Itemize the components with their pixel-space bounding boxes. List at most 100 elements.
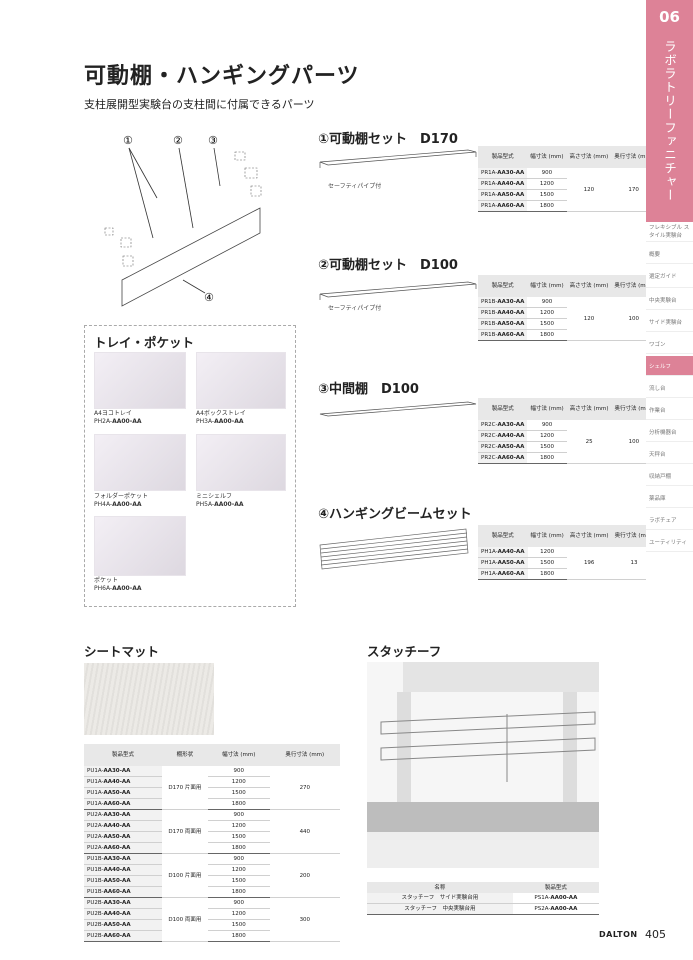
model-prefix: PU1B- xyxy=(87,878,104,884)
model-suffix: AA40-AA xyxy=(497,310,525,316)
header-width: 幅寸法 (mm) xyxy=(527,398,567,420)
model-suffix: AA60-AA xyxy=(103,933,131,939)
model-cell: PS2A-AA00-AA xyxy=(512,903,599,915)
header-name: 名称 xyxy=(367,882,513,893)
model-prefix: PH1A- xyxy=(481,560,498,566)
width-cell: 1800 xyxy=(527,329,567,341)
height-cell: 25 xyxy=(566,420,612,464)
model-prefix: PH1A- xyxy=(481,571,498,577)
model-suffix: AA30-AA xyxy=(497,422,525,428)
model-suffix: AA30-AA xyxy=(103,900,131,906)
model-suffix: AA30-AA xyxy=(103,812,131,818)
sidebar-category-tab[interactable] xyxy=(646,0,693,222)
section-3-table: 製品型式幅寸法 (mm)高さ寸法 (mm)奥行寸法 (mm) PR2C-AA30… xyxy=(478,398,657,464)
mini-shelf-photo xyxy=(196,434,286,491)
header-width: 幅寸法 (mm) xyxy=(527,525,567,547)
model-cell: PU1B-AA60-AA xyxy=(84,886,162,898)
hanging-beam-drawing xyxy=(319,528,469,570)
width-cell: 1500 xyxy=(527,441,567,453)
width-cell: 1200 xyxy=(207,864,270,876)
sidebar-item[interactable]: フレキシブル スタイル実験台 xyxy=(646,220,693,242)
model-suffix: AA60-AA xyxy=(497,332,525,338)
width-cell: 1800 xyxy=(527,200,567,212)
model-cell: PU2B-AA40-AA xyxy=(84,908,162,920)
model-cell: PU2A-AA40-AA xyxy=(84,820,162,832)
sidebar-item[interactable]: シェルフ xyxy=(646,356,693,376)
section-1-table: 製品型式幅寸法 (mm)高さ寸法 (mm)奥行寸法 (mm) PR1A-AA30… xyxy=(478,146,657,212)
header-height: 高さ寸法 (mm) xyxy=(566,525,612,547)
sidebar-item[interactable]: 概要 xyxy=(646,244,693,264)
sidebar-item[interactable]: 分析機器台 xyxy=(646,422,693,442)
model-prefix: PU1B- xyxy=(87,889,104,895)
width-cell: 900 xyxy=(207,809,270,821)
model-prefix: PU1A- xyxy=(87,779,104,785)
page-title: 可動棚・ハンギングパーツ xyxy=(84,64,360,89)
tray-item-4-suffix: AA00-AA xyxy=(214,501,244,508)
header-model: 製品型式 xyxy=(478,398,528,420)
section-2-table: 製品型式幅寸法 (mm)高さ寸法 (mm)奥行寸法 (mm) PR1B-AA30… xyxy=(478,275,657,341)
model-cell: PU2B-AA60-AA xyxy=(84,930,162,942)
callout-3: ③ xyxy=(208,134,218,147)
model-cell: PU1B-AA40-AA xyxy=(84,864,162,876)
tray-item-4-prefix: PH5A- xyxy=(196,501,215,508)
tray-item-1-name: A4ヨコトレイ xyxy=(94,410,132,417)
shelf-shape-cell: D170 両面用 xyxy=(161,809,208,854)
sidebar-item[interactable]: サイド実験台 xyxy=(646,312,693,332)
width-cell: 1200 xyxy=(207,776,270,788)
sidebar-item[interactable]: ユーティリティ xyxy=(646,532,693,552)
model-prefix: PU1B- xyxy=(87,856,104,862)
model-prefix: PR1B- xyxy=(481,332,498,338)
model-cell: PH1A-AA50-AA xyxy=(478,557,528,569)
header-model: 製品型式 xyxy=(512,882,599,893)
model-suffix: AA50-AA xyxy=(103,922,131,928)
model-cell: PR1A-AA50-AA xyxy=(478,189,528,201)
sidebar-item[interactable]: ラボチェア xyxy=(646,510,693,530)
model-cell: PS1A-AA00-AA xyxy=(512,893,599,904)
sidebar-item[interactable]: 選定ガイド xyxy=(646,266,693,288)
header-model: 製品型式 xyxy=(478,146,528,168)
model-prefix: PH1A- xyxy=(481,549,498,555)
height-cell: 120 xyxy=(566,168,612,212)
model-cell: PR2C-AA50-AA xyxy=(478,441,528,453)
model-suffix: AA30-AA xyxy=(103,856,131,862)
sidebar-item[interactable]: 薬品庫 xyxy=(646,488,693,508)
a4-tray-photo xyxy=(94,352,186,409)
sidebar-item[interactable]: 流し台 xyxy=(646,378,693,398)
sidebar-item[interactable]: 作業台 xyxy=(646,400,693,420)
section-4-heading: ④ハンギングビームセット xyxy=(318,507,472,522)
model-cell: PU2A-AA60-AA xyxy=(84,842,162,854)
depth-cell: 200 xyxy=(269,853,340,898)
section-1-note: セーフティパイプ付 xyxy=(328,183,382,190)
sidebar-item[interactable]: 天秤台 xyxy=(646,444,693,464)
model-prefix: PU1A- xyxy=(87,801,104,807)
callout-4: ④ xyxy=(204,291,214,304)
model-suffix: AA40-AA xyxy=(497,549,525,555)
width-cell: 1200 xyxy=(527,307,567,319)
model-prefix: PR1B- xyxy=(481,299,498,305)
header-height: 高さ寸法 (mm) xyxy=(566,398,612,420)
model-cell: PR1A-AA60-AA xyxy=(478,200,528,212)
width-cell: 1800 xyxy=(207,930,270,942)
width-cell: 1800 xyxy=(527,452,567,464)
model-suffix: AA40-AA xyxy=(497,433,525,439)
section-2-heading: ②可動棚セット D100 xyxy=(318,258,458,273)
depth-cell: 440 xyxy=(269,809,340,854)
width-cell: 900 xyxy=(527,297,567,308)
model-cell: PU2B-AA30-AA xyxy=(84,897,162,909)
width-cell: 1200 xyxy=(527,178,567,190)
model-cell: PU2A-AA50-AA xyxy=(84,831,162,843)
model-cell: PR1A-AA40-AA xyxy=(478,178,528,190)
sidebar-item[interactable]: 収納戸棚 xyxy=(646,466,693,486)
callout-1: ① xyxy=(123,134,133,147)
width-cell: 900 xyxy=(527,420,567,431)
model-cell: PR1B-AA60-AA xyxy=(478,329,528,341)
model-prefix: PR1A- xyxy=(481,203,498,209)
width-cell: 1500 xyxy=(527,557,567,569)
shelf-d170-drawing xyxy=(319,149,477,168)
model-prefix: PU1B- xyxy=(87,867,104,873)
sidebar-item[interactable]: 中央実験台 xyxy=(646,290,693,310)
sidebar-item[interactable]: ワゴン xyxy=(646,334,693,354)
model-prefix: PU1A- xyxy=(87,768,104,774)
model-suffix: AA30-AA xyxy=(497,170,525,176)
model-prefix: PU1A- xyxy=(87,790,104,796)
